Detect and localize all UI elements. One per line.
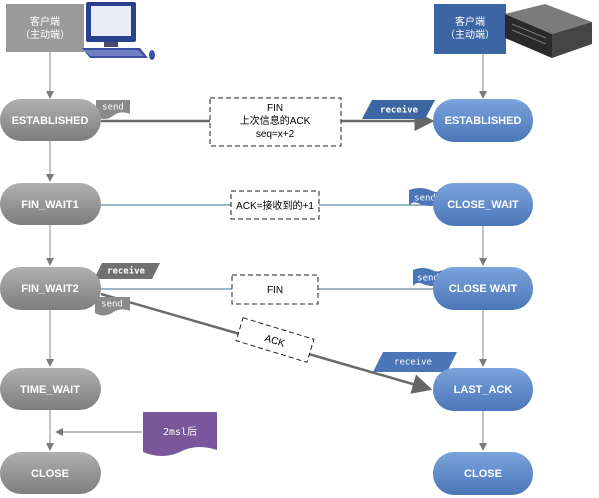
server-state-close-wait-label: CLOSE_WAIT <box>447 199 519 211</box>
server-state-established: ESTABLISHED <box>433 99 533 142</box>
fin-message-line3: seq=x+2 <box>256 129 295 140</box>
client-send-tag-1-text: send <box>102 103 124 113</box>
server-receive-tag-2-text: receive <box>394 358 432 368</box>
client-state-fin-wait1-label: FIN_WAIT1 <box>21 199 78 211</box>
server-receive-tag-1: receive <box>362 100 435 119</box>
client-state-fin-wait2: FIN_WAIT2 <box>0 267 101 310</box>
client-state-close-label: CLOSE <box>31 468 69 480</box>
ack-message-text: ACK=接收到的+1 <box>236 199 314 212</box>
client-state-time-wait-label: TIME_WAIT <box>20 384 80 396</box>
client-send-tag-2-text: send <box>101 300 123 310</box>
server-send-tag-1: send <box>409 188 440 206</box>
client-send-tag-1: send <box>96 100 130 119</box>
client-header-line1: 客户端 <box>30 15 60 28</box>
server-state-close-label: CLOSE <box>464 468 502 480</box>
server-receive-tag-2: receive <box>373 352 457 372</box>
fin-message-line1: FIN <box>267 103 283 114</box>
client-state-close: CLOSE <box>0 452 101 494</box>
server-header-line1: 客户端 <box>455 15 485 28</box>
wait-2msl-note: 2msl后 <box>143 412 217 456</box>
wait-2msl-note-text: 2msl后 <box>163 426 197 438</box>
ack-message-box: ACK=接收到的+1 <box>230 190 320 220</box>
server-state-close-wait-2: CLOSE WAIT <box>433 267 533 310</box>
server-state-close: CLOSE <box>433 452 533 495</box>
desktop-computer-icon <box>82 2 155 60</box>
client-state-established-label: ESTABLISHED <box>12 115 89 127</box>
server-header: 客户端 （主动端） <box>434 4 506 54</box>
server-state-last-ack-label: LAST_ACK <box>454 384 513 396</box>
fin-message-line2: 上次信息的ACK <box>240 114 311 127</box>
client-receive-tag-2-text: receive <box>107 266 146 277</box>
client-state-time-wait: TIME_WAIT <box>0 368 101 410</box>
server-header-line2: （主动端） <box>445 28 495 41</box>
client-state-fin-wait1: FIN_WAIT1 <box>0 183 101 225</box>
fin2-message-text: FIN <box>267 285 283 296</box>
client-header: 客户端 （主动端） <box>6 4 84 52</box>
fin-message-box: FIN 上次信息的ACK seq=x+2 <box>209 97 342 147</box>
client-state-established: ESTABLISHED <box>0 99 101 141</box>
server-receive-tag-1-text: receive <box>380 105 419 116</box>
server-state-close-wait: CLOSE_WAIT <box>433 183 533 226</box>
server-state-close-wait-2-label: CLOSE WAIT <box>449 283 518 295</box>
ack2-message-box: ACK <box>235 317 315 363</box>
server-state-last-ack: LAST_ACK <box>433 368 533 411</box>
client-send-tag-2: send <box>95 297 130 316</box>
server-send-tag-2-text: send <box>417 274 439 284</box>
server-state-established-label: ESTABLISHED <box>445 115 522 127</box>
fin2-message-box: FIN <box>231 274 319 305</box>
client-receive-tag-2: receive <box>94 263 160 279</box>
client-header-line2: （主动端） <box>20 28 70 41</box>
server-icon <box>505 4 592 58</box>
server-send-tag-1-text: send <box>414 194 436 204</box>
client-state-fin-wait2-label: FIN_WAIT2 <box>21 283 78 295</box>
